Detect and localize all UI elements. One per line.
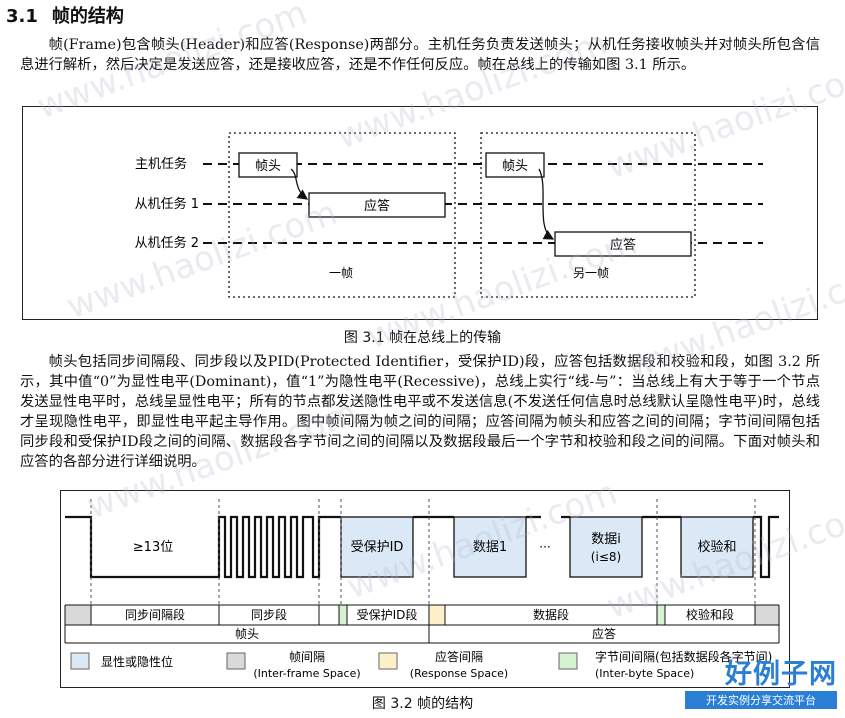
legend-interbyte-label: 字节间间隔(包括数据段各字节间)	[595, 649, 772, 664]
frame1-header-box	[238, 152, 298, 178]
datai-field-box	[569, 516, 643, 578]
frame2-response-box	[554, 231, 692, 257]
pid-label: 受保护ID	[351, 540, 404, 555]
legend-response-space-label: 应答间隔	[435, 649, 483, 664]
interframe-cell	[65, 605, 91, 625]
row-label-slave2: 从机任务 2	[135, 235, 199, 251]
legend-interbyte-sub: (Inter-byte Space)	[595, 667, 694, 680]
section-number: 3.1	[6, 6, 38, 27]
interframe-cell-end	[755, 605, 779, 625]
row-label-master: 主机任务	[135, 156, 187, 172]
figure-frame-structure: ··· ≥13位 受保护ID 数据1 数据i (i≤8) 校验和	[60, 490, 790, 688]
paragraph-2: 帧头包括同步间隔段、同步段以及PID(Protected Identifier，…	[20, 354, 820, 470]
interbyte-cell-2	[657, 605, 665, 625]
segment-data: 数据段	[533, 607, 569, 622]
logo-sub-text: 开发实例分享交流平台	[685, 691, 837, 709]
bus-waveform	[65, 515, 779, 579]
bit-gridlines	[90, 499, 756, 605]
frame2-arrow	[538, 168, 555, 240]
legend-swatch-bit	[70, 652, 90, 670]
segment-sync: 同步段	[251, 607, 287, 622]
legend-interframe-sub: (Inter-frame Space)	[253, 667, 360, 680]
legend-response-space-sub: (Response Space)	[410, 667, 508, 680]
frame2-response-label: 应答	[610, 237, 636, 253]
datai-label: 数据i	[591, 532, 621, 547]
frame1-response-box	[308, 192, 446, 218]
bus-transmission-diagram: 主机任务 从机任务 1 从机任务 2 帧头 应答 一帧 帧头 应答 另一帧	[135, 132, 763, 298]
paragraph-1: 帧(Frame)包含帧头(Header)和应答(Response)两部分。主机任…	[20, 37, 820, 73]
pid-field-box	[340, 516, 414, 578]
interbyte-cell-1	[339, 605, 347, 625]
checksum-label: 校验和	[697, 539, 736, 555]
response-space-cell	[429, 605, 445, 625]
frame1-arrow	[290, 168, 309, 200]
frame2-header-label: 帧头	[502, 159, 528, 174]
segment-checksum: 校验和段	[686, 607, 734, 622]
figure-bus-transmission: 主机任务 从机任务 1 从机任务 2 帧头 应答 一帧 帧头 应答 另一帧	[22, 106, 818, 320]
row-label-slave1: 从机任务 1	[135, 196, 199, 212]
site-logo[interactable]: 好例子网 开发实例分享交流平台	[677, 652, 837, 712]
logo-main-text: 好例子网	[725, 659, 837, 690]
segment-table	[64, 604, 780, 644]
legend-swatch-interframe	[226, 652, 246, 670]
break-label: ≥13位	[133, 540, 173, 555]
frame2-box	[480, 132, 696, 298]
data1-field-box	[453, 516, 527, 578]
section-heading: 3.1 帧的结构	[6, 2, 124, 28]
row-header-label: 帧头	[235, 627, 259, 641]
frame1-header-label: 帧头	[255, 159, 281, 174]
legend-swatch-response-space	[378, 652, 398, 670]
legend-swatch-interbyte	[558, 652, 578, 670]
legend-bit-label: 显性或隐性位	[101, 654, 173, 669]
checksum-field-box	[680, 516, 754, 578]
segment-sync-break: 同步间隔段	[125, 607, 185, 622]
section-title: 帧的结构	[51, 6, 124, 27]
row-response-label: 应答	[592, 626, 616, 641]
segment-pid: 受保护ID段	[357, 607, 418, 622]
body-paragraph: 帧头包括同步间隔段、同步段以及PID(Protected Identifier，…	[20, 352, 820, 472]
frame2-header-box	[485, 152, 545, 178]
datai-sub-label: (i≤8)	[591, 550, 621, 564]
figure2-caption: 图 3.2 帧的结构	[371, 696, 474, 712]
legend-interframe-label: 帧间隔	[289, 650, 325, 664]
intro-paragraph: 帧(Frame)包含帧头(Header)和应答(Response)两部分。主机任…	[20, 35, 820, 75]
frame2-label: 另一帧	[573, 266, 609, 280]
data1-label: 数据1	[473, 540, 507, 555]
ellipsis-label: ···	[539, 540, 550, 554]
frame1-response-label: 应答	[364, 198, 390, 214]
frame-structure-diagram: ··· ≥13位 受保护ID 数据1 数据i (i≤8) 校验和	[64, 499, 780, 680]
frame1-label: 一帧	[329, 266, 353, 280]
figure1-caption: 图 3.1 帧在总线上的传输	[343, 330, 502, 346]
